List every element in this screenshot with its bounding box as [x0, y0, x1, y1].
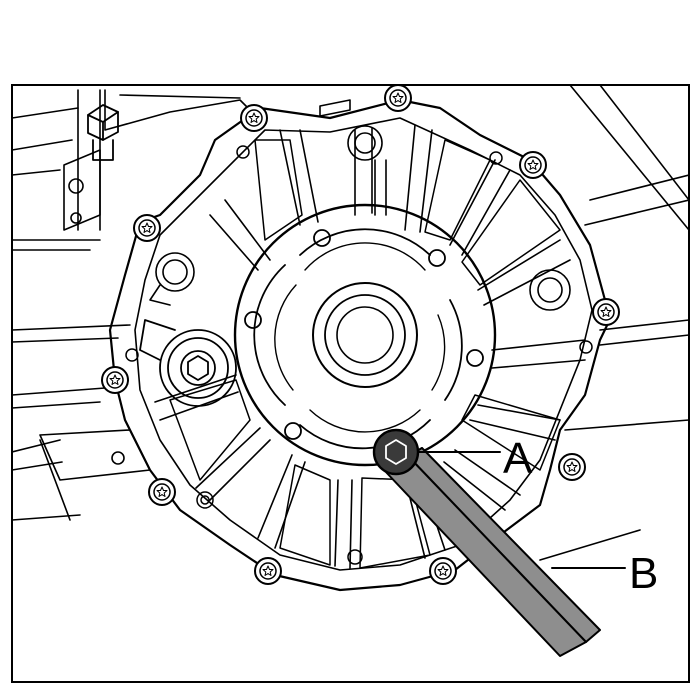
flange-holes: [244, 229, 484, 440]
upper-left-bolt: [87, 104, 119, 161]
cover-outline: [108, 98, 614, 592]
callout-label-b: B: [629, 549, 659, 598]
top-bracket: [104, 89, 351, 131]
center-flange: [233, 203, 497, 467]
diagram-frame: [11, 84, 690, 683]
engine-block-left: [12, 89, 151, 521]
engine-block-right: [539, 85, 689, 561]
right-boss: [529, 269, 571, 311]
small-bosses: [125, 145, 593, 565]
callout-label-a: A: [503, 434, 533, 483]
callout-leaders: [417, 451, 626, 569]
hex-socket-bolt-icon: [372, 428, 420, 476]
left-plug: [139, 319, 237, 407]
top-boss: [347, 125, 387, 216]
left-upper-boss: [149, 252, 195, 306]
cover-inner-outline: [134, 117, 593, 571]
cover-pockets: [169, 139, 561, 569]
